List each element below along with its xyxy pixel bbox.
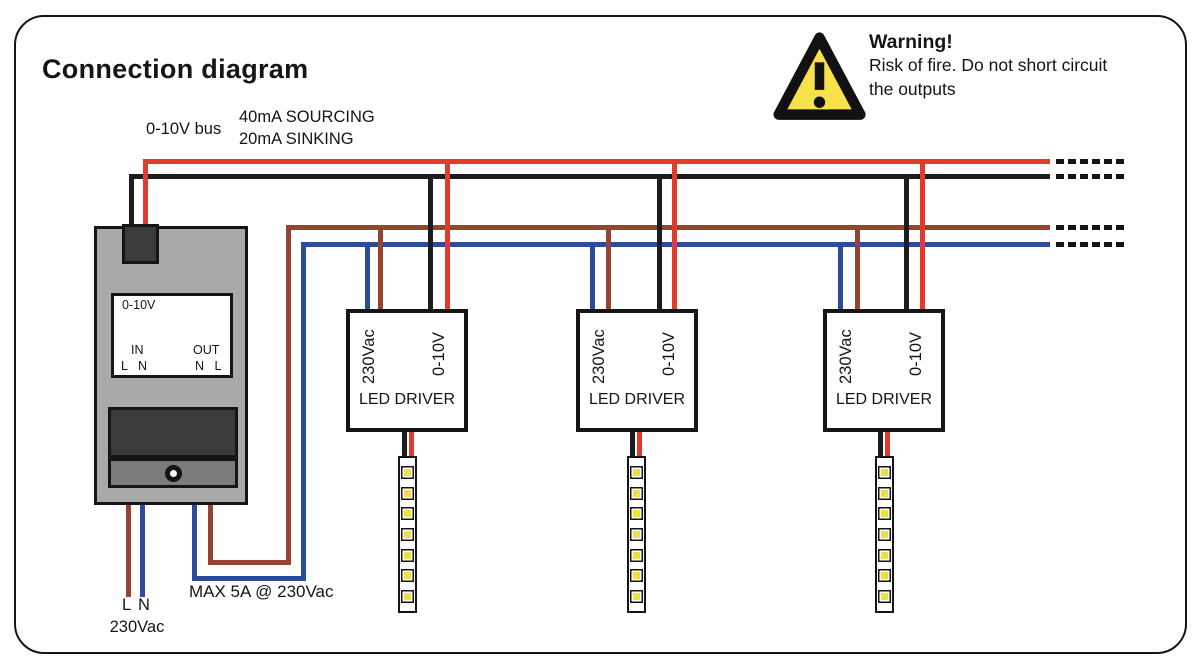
led	[401, 486, 414, 500]
dimmer-controller-faceplate	[111, 293, 233, 378]
strip1-minus-wire	[402, 430, 407, 458]
strip1-plus-wire	[409, 430, 414, 458]
mains-l-label: L	[122, 596, 132, 614]
driver3-dim-label: 0-10V	[907, 331, 925, 377]
dim-bus-black-wire	[129, 174, 1050, 179]
out-live-down-wire	[208, 503, 213, 565]
driver2-input-label: 230Vac	[590, 329, 608, 385]
driver2-dim-red-drop-wire	[672, 159, 677, 311]
mains-neutral-wire	[140, 503, 145, 597]
dimmer-controller-knob	[165, 465, 182, 482]
controller-out-terminals: N L	[195, 359, 222, 373]
led	[630, 507, 643, 521]
controller-in-terminals: L N	[121, 359, 147, 373]
led	[878, 589, 891, 603]
warning-line1: Risk of fire. Do not short circuit	[869, 55, 1108, 75]
bus-continuation-dashes	[1056, 159, 1126, 164]
dimmer-controller-display	[108, 407, 238, 458]
out-live-riser-wire	[286, 225, 291, 565]
led	[878, 507, 891, 521]
led	[878, 486, 891, 500]
warning-title: Warning!	[869, 31, 953, 53]
strip2-minus-wire	[630, 430, 635, 458]
driver3-live-drop-wire	[855, 225, 860, 311]
controller-port-label: 0-10V	[122, 298, 156, 312]
driver2-dim-black-drop-wire	[657, 174, 662, 311]
out-neutral-bottom-wire	[192, 576, 306, 581]
led	[401, 548, 414, 562]
driver3-input-label: 230Vac	[837, 329, 855, 385]
led	[401, 569, 414, 583]
driver1-dim-label: 0-10V	[430, 331, 448, 377]
led	[630, 589, 643, 603]
led	[401, 466, 414, 479]
led-driver-1: 230Vac 0-10V LED DRIVER	[346, 309, 468, 432]
diagram-border	[14, 15, 1187, 654]
sourcing-label: 40mA SOURCING	[239, 108, 375, 126]
dim-bus-red-wire	[143, 159, 1050, 164]
out-neutral-riser-wire	[301, 242, 306, 581]
led	[630, 527, 643, 541]
strip3-minus-wire	[878, 430, 883, 458]
driver1-dim-red-drop-wire	[445, 159, 450, 311]
led-strip-3	[875, 456, 894, 613]
driver1-live-drop-wire	[378, 225, 383, 311]
bus-continuation-dashes	[1056, 242, 1126, 247]
driver3-neutral-drop-wire	[838, 242, 843, 311]
driver3-dim-black-drop-wire	[904, 174, 909, 311]
led	[630, 569, 643, 583]
dimmer-controller-terminal-block	[122, 224, 159, 264]
mains-n-label: N	[138, 596, 150, 614]
controller-dim-red-wire	[143, 159, 148, 230]
driver3-name: LED DRIVER	[835, 391, 933, 408]
led-driver-3: 230Vac 0-10V LED DRIVER	[823, 309, 945, 432]
driver1-input-label: 230Vac	[360, 329, 378, 385]
sinking-label: 20mA SINKING	[239, 130, 354, 148]
warning-triangle-icon	[773, 32, 866, 120]
strip3-plus-wire	[885, 430, 890, 458]
led	[630, 548, 643, 562]
page-title: Connection diagram	[42, 54, 309, 84]
led	[630, 486, 643, 500]
output-rating-label: MAX 5A @ 230Vac	[189, 582, 334, 601]
bus-continuation-dashes	[1056, 174, 1126, 179]
driver1-name: LED DRIVER	[358, 391, 456, 408]
mains-voltage-label: 230Vac	[109, 618, 165, 636]
led	[401, 527, 414, 541]
power-bus-brown-wire	[286, 225, 1050, 230]
warning-line2: the outputs	[869, 79, 956, 99]
controller-dim-black-wire	[129, 174, 134, 230]
led-strip-2	[627, 456, 646, 613]
led-driver-2: 230Vac 0-10V LED DRIVER	[576, 309, 698, 432]
led	[630, 466, 643, 479]
led	[401, 589, 414, 603]
mains-live-wire	[126, 503, 131, 597]
driver1-neutral-drop-wire	[365, 242, 370, 311]
driver2-live-drop-wire	[606, 225, 611, 311]
led	[878, 569, 891, 583]
dim-bus-label: 0-10V bus	[146, 120, 222, 138]
strip2-plus-wire	[637, 430, 642, 458]
driver1-dim-black-drop-wire	[428, 174, 433, 311]
controller-in-label: IN	[131, 343, 144, 357]
led-strip-1	[398, 456, 417, 613]
bus-continuation-dashes	[1056, 225, 1126, 230]
led	[878, 466, 891, 479]
controller-out-label: OUT	[193, 343, 220, 357]
led	[401, 507, 414, 521]
driver2-name: LED DRIVER	[588, 391, 686, 408]
led	[878, 527, 891, 541]
out-neutral-down-wire	[192, 503, 197, 581]
led	[878, 548, 891, 562]
out-live-bottom-wire	[208, 560, 291, 565]
driver2-dim-label: 0-10V	[660, 331, 678, 377]
driver2-neutral-drop-wire	[590, 242, 595, 311]
driver3-dim-red-drop-wire	[920, 159, 925, 311]
